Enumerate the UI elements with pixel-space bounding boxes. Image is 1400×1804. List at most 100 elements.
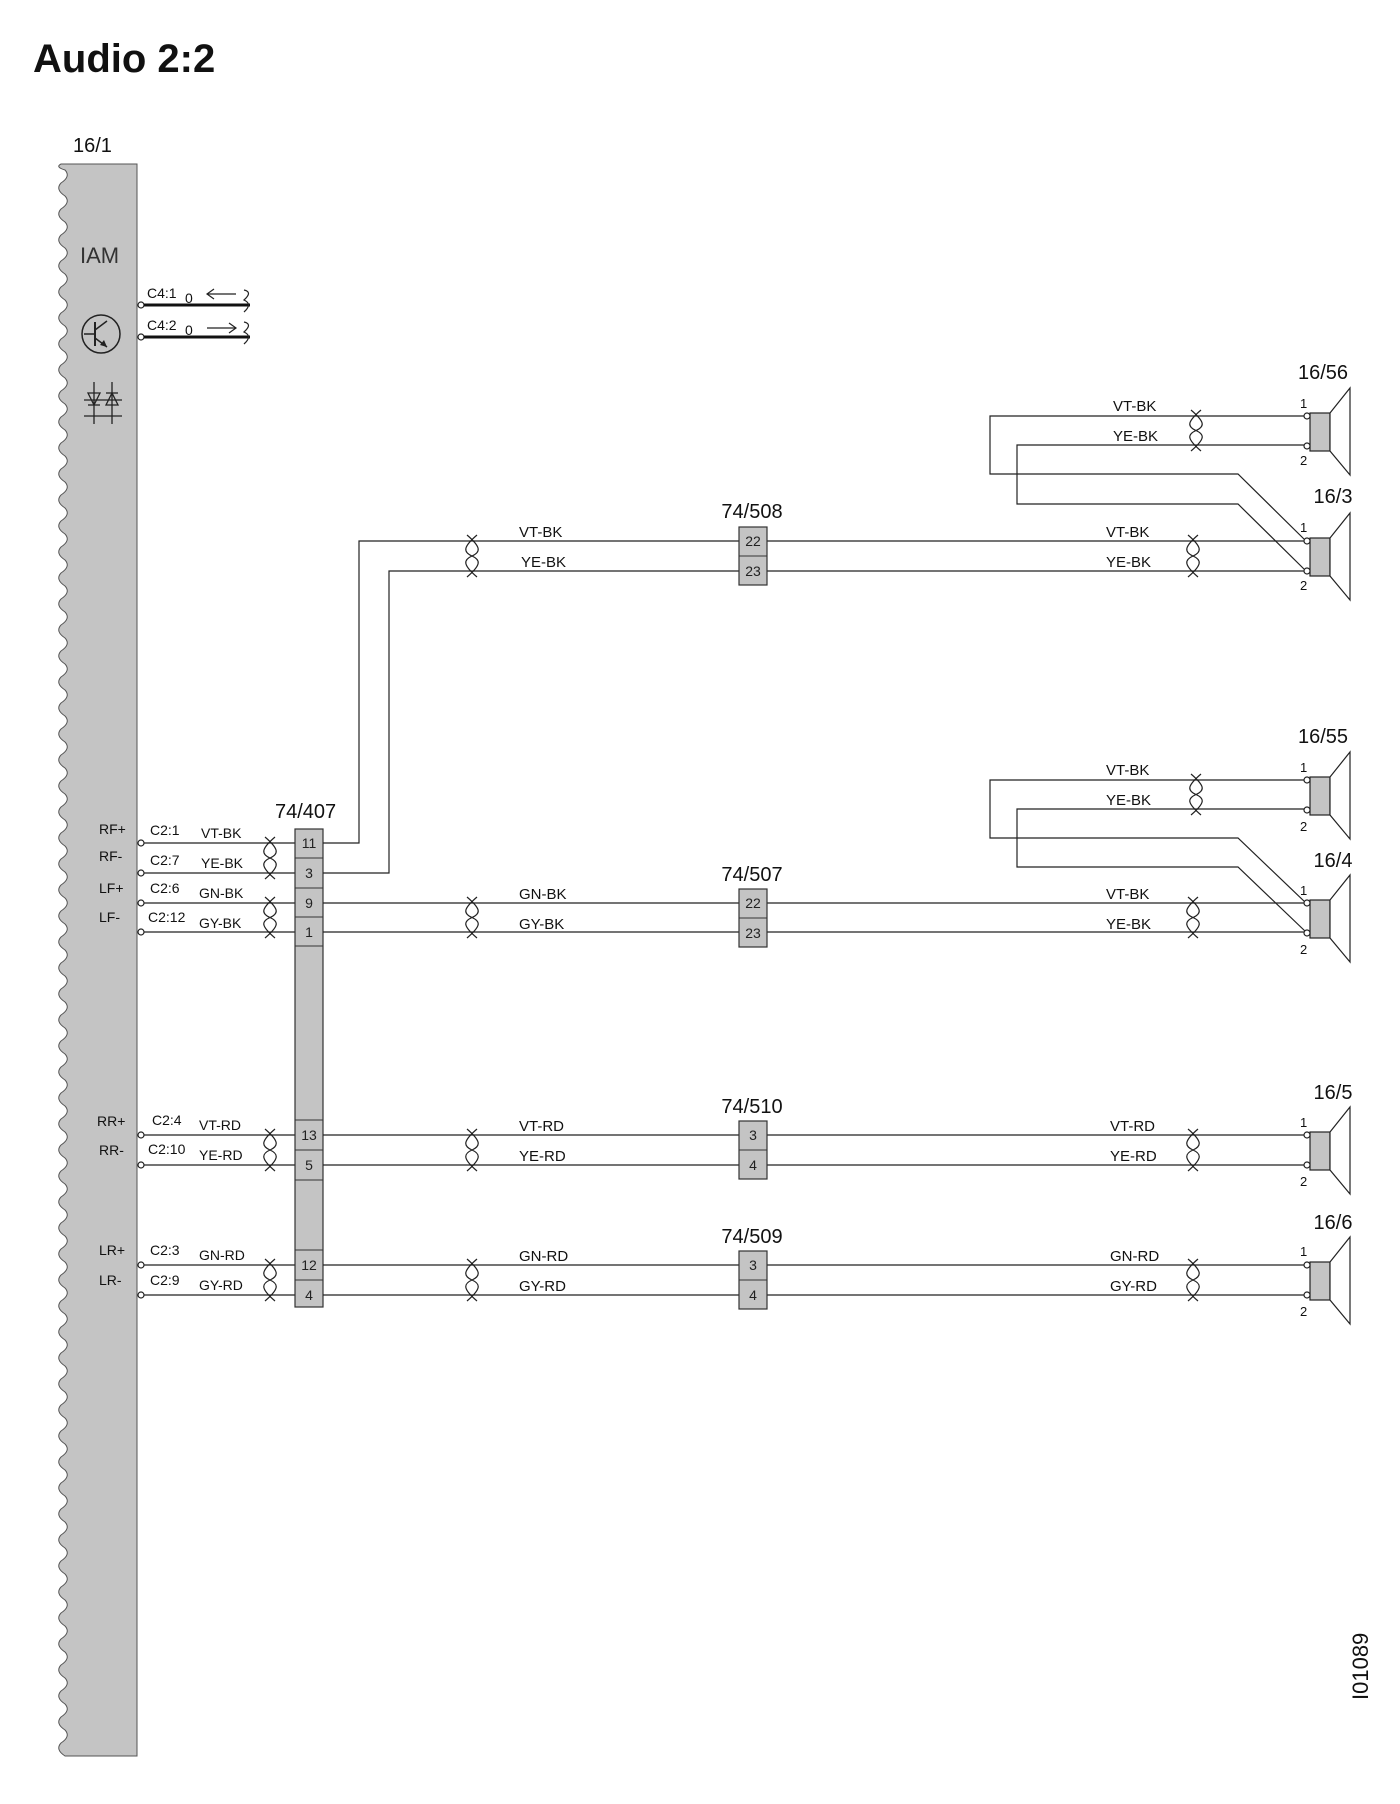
speaker-16-4: 16/4 1 2: [1300, 850, 1353, 964]
c4-signals: C4:1 0 C4:2 0: [137, 285, 250, 345]
connector-ref: 74/509: [721, 1226, 782, 1248]
speaker-pin: 1: [1300, 883, 1307, 898]
channel-lr-minus: LR- C2:9 GY-RD: [99, 1272, 243, 1299]
speaker-pin: 2: [1300, 1174, 1307, 1189]
speaker-ref: 16/56: [1298, 362, 1348, 384]
speaker-16-5: 16/5 1 2: [1300, 1082, 1352, 1196]
wire-color-label: GY-BK: [199, 915, 242, 931]
connector-pin: 4: [749, 1157, 757, 1173]
speaker-terminal: [1303, 929, 1311, 937]
speaker-terminal: [1303, 1161, 1311, 1169]
speaker-pin: 1: [1300, 396, 1307, 411]
speaker-cone-icon: [1329, 1105, 1351, 1196]
speaker-pin: 2: [1300, 819, 1307, 834]
wire-color-label: GN-RD: [199, 1247, 245, 1263]
connector-pin: 23: [745, 563, 761, 579]
wire-color-label: VT-BK: [201, 825, 242, 841]
channel-terminal: [137, 1161, 145, 1169]
channel-lr-plus: LR+ C2:3 GN-RD: [99, 1242, 245, 1269]
channel-terminal: [137, 1261, 145, 1269]
connector-74-508: 74/508 22 23 VT-BK YE-BK VT-BK YE-BK: [519, 501, 1151, 586]
speaker-terminal: [1303, 1261, 1311, 1269]
connector-pin: 3: [305, 865, 313, 881]
speaker-terminal: [1303, 806, 1311, 814]
twist-icon: [1189, 773, 1203, 816]
connector-pin: 12: [301, 1257, 317, 1273]
signal-connector: C4:1: [147, 285, 177, 301]
speaker-terminal: [1303, 537, 1311, 545]
connector-pin: 4: [749, 1287, 757, 1303]
speaker-pin: 2: [1300, 578, 1307, 593]
harness-wires: [323, 415, 1310, 1296]
connector-ref: 74/407: [275, 801, 336, 823]
speaker-terminal: [1303, 442, 1311, 450]
wire-color-label: YE-BK: [1106, 916, 1151, 933]
wire-color-label: VT-BK: [1106, 886, 1149, 903]
wire-color-label: GN-RD: [519, 1248, 568, 1265]
transistor-icon: [81, 314, 121, 354]
channel-rr-minus: RR- C2:10 YE-RD: [99, 1141, 243, 1169]
speaker-16-3: 16/3 1 2: [1300, 486, 1353, 602]
connector-74-510: 74/510 3 4 VT-RD YE-RD VT-RD YE-RD: [519, 1096, 1157, 1180]
speaker-pin: 2: [1300, 942, 1307, 957]
connector-pin: 5: [305, 1157, 313, 1173]
twist-icon: [465, 896, 479, 939]
speaker-ref: 16/55: [1298, 726, 1348, 748]
channel-terminal: [137, 1131, 145, 1139]
wire-color-label: GY-BK: [519, 916, 564, 933]
speaker-pin: 1: [1300, 760, 1307, 775]
speaker-cone-icon: [1329, 511, 1351, 602]
channel-name: LR-: [99, 1272, 122, 1288]
channel-connector: C2:12: [148, 909, 186, 925]
wire-color-label: YE-BK: [1106, 554, 1151, 571]
speaker-magnet: [1309, 776, 1331, 816]
wire-color-label: GY-RD: [1110, 1278, 1157, 1295]
connector-pin: 9: [305, 895, 313, 911]
wire-color-label: YE-RD: [199, 1147, 243, 1163]
wire-color-label: YE-BK: [1106, 792, 1151, 809]
speaker-cone-icon: [1329, 750, 1351, 841]
speaker-magnet: [1309, 899, 1331, 939]
twist-icon: [263, 836, 277, 880]
speaker-pin: 2: [1300, 1304, 1307, 1319]
twist-icon: [1186, 1258, 1200, 1302]
speaker-ref: 16/4: [1314, 850, 1353, 872]
channel-rf-minus: RF- C2:7 YE-BK: [99, 848, 244, 877]
connector-pin: 4: [305, 1287, 313, 1303]
channel-terminal: [137, 839, 145, 847]
speaker-cone-icon: [1329, 386, 1351, 477]
signal-c4-1: C4:1 0: [137, 285, 250, 313]
connector-pin: 13: [301, 1127, 317, 1143]
channel-terminal: [137, 869, 145, 877]
speaker-magnet: [1309, 412, 1331, 452]
wire-color-label: VT-BK: [519, 524, 562, 541]
speaker-pin: 1: [1300, 1244, 1307, 1259]
drawing-id: I01089: [1348, 1633, 1373, 1700]
connector-pin: 22: [745, 533, 761, 549]
channel-name: LF+: [99, 880, 124, 896]
channel-lf-minus: LF- C2:12 GY-BK: [99, 909, 242, 936]
speaker-terminal: [1303, 1131, 1311, 1139]
speaker-pin: 1: [1300, 520, 1307, 535]
connector-pin: 3: [749, 1257, 757, 1273]
wire-color-label: VT-BK: [1113, 398, 1156, 415]
wire-color-label: GY-RD: [199, 1277, 243, 1293]
signal-level: 0: [185, 290, 193, 306]
twist-icon: [1189, 409, 1203, 452]
channel-connector: C2:1: [150, 822, 180, 838]
signal-terminal: [137, 333, 145, 341]
channel-connector: C2:9: [150, 1272, 180, 1288]
speaker-ref: 16/3: [1314, 486, 1353, 508]
wire-color-label: VT-BK: [1106, 762, 1149, 779]
wire-color-label: YE-BK: [1113, 428, 1158, 445]
channel-lf-plus: LF+ C2:6 GN-BK: [99, 880, 244, 907]
wire-color-label: VT-RD: [519, 1118, 564, 1135]
channel-name: LF-: [99, 909, 120, 925]
connector-pin: 22: [745, 895, 761, 911]
iam-module: 16/1 IAM: [58, 135, 138, 1757]
speaker-ref: 16/6: [1314, 1212, 1353, 1234]
channel-name: RR+: [97, 1113, 125, 1129]
wire-color-label: GY-RD: [519, 1278, 566, 1295]
channel-name: LR+: [99, 1242, 125, 1258]
connector-ref: 74/510: [721, 1096, 782, 1118]
